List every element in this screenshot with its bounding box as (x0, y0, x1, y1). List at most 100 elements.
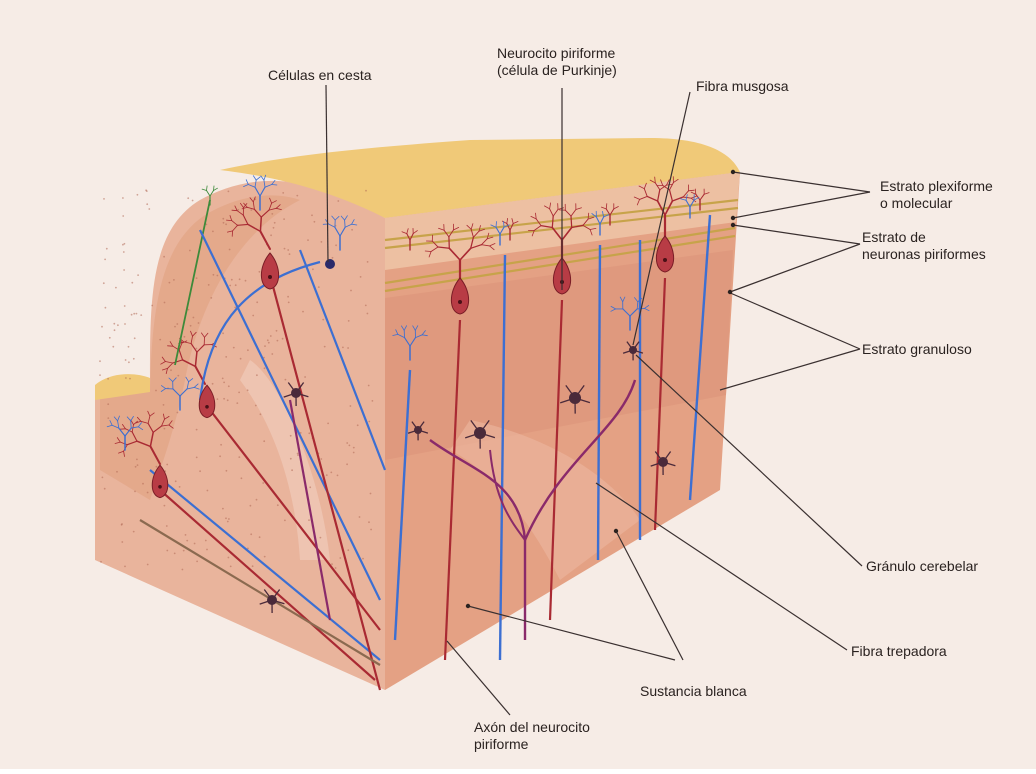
granule-speckle (297, 453, 299, 455)
granule-speckle (225, 223, 227, 225)
granule-speckle (117, 324, 119, 326)
granule-speckle (321, 241, 323, 243)
purkinje-nucleus (458, 300, 462, 304)
granule-speckle (238, 392, 240, 394)
granule-speckle (217, 275, 219, 277)
granule-speckle (177, 412, 179, 414)
granule-speckle (309, 486, 311, 488)
granule-speckle (107, 417, 109, 419)
blue-dendrite (637, 302, 638, 309)
granule-speckle (250, 533, 252, 535)
granule-speckle (318, 286, 320, 288)
granule-speckle (302, 311, 304, 313)
granule-speckle (370, 493, 372, 495)
granule-speckle (185, 534, 187, 536)
label-estrato-plexiforme-line1: Estrato plexiforme (880, 178, 993, 195)
granule-speckle (99, 360, 101, 362)
label-celulas-en-cesta: Células en cesta (268, 67, 372, 84)
granule-speckle (155, 390, 157, 392)
granule-speckle (230, 566, 232, 568)
label-axon-line2: piriforme (474, 736, 590, 753)
granule-speckle (256, 499, 258, 501)
granule-speckle (337, 200, 339, 202)
granule-speckle (136, 459, 138, 461)
granule-speckle (233, 347, 235, 349)
granule-speckle (353, 447, 355, 449)
granule-speckle (252, 565, 254, 567)
granule-speckle (222, 378, 224, 380)
granule-speckle (324, 346, 326, 348)
granule-speckle (277, 340, 279, 342)
granule-speckle (105, 307, 107, 309)
granule-speckle (307, 239, 309, 241)
label-sustancia-blanca: Sustancia blanca (640, 683, 747, 700)
granule-speckle (212, 383, 214, 385)
granule-speckle (236, 402, 238, 404)
granule-speckle (346, 442, 348, 444)
granule-speckle (177, 375, 179, 377)
granule-speckle (103, 198, 105, 200)
granule-speckle (151, 305, 153, 307)
granule-speckle (277, 504, 279, 506)
granule-speckle (164, 505, 166, 507)
granule-speckle (339, 557, 341, 559)
granule-speckle (289, 253, 291, 255)
purkinje-nucleus (663, 258, 667, 262)
granule-speckle (164, 428, 166, 430)
granule-speckle (193, 317, 195, 319)
granule-speckle (121, 524, 123, 526)
granule-speckle (173, 279, 175, 281)
granule-speckle (342, 347, 344, 349)
granule-speckle (229, 249, 231, 251)
granule-speckle (169, 282, 171, 284)
label-estrato-neuronas-line2: neuronas piriformes (862, 246, 986, 263)
granule-speckle (187, 197, 189, 199)
granule-speckle (106, 248, 108, 250)
granule-speckle (112, 346, 114, 348)
granule-speckle (134, 337, 136, 339)
granule-speckle (274, 222, 276, 224)
granule-speckle (367, 313, 369, 315)
granule-speckle (235, 284, 237, 286)
granule-speckle (297, 454, 299, 456)
granule-speckle (327, 423, 329, 425)
granule-speckle (237, 209, 239, 211)
granule-speckle (133, 531, 135, 533)
granule-speckle (99, 374, 101, 376)
granule-speckle (166, 525, 168, 527)
granule-speckle (260, 413, 262, 415)
granule-speckle (331, 563, 333, 565)
granule-speckle (264, 367, 266, 369)
label-axon-neurocito: Axón del neurocito piriforme (474, 719, 590, 753)
granule-speckle (259, 536, 261, 538)
granule-speckle (137, 274, 139, 276)
granule-speckle (271, 213, 273, 215)
granule-speckle (156, 466, 158, 468)
granule-speckle (134, 491, 136, 493)
granule-speckle (196, 457, 198, 459)
granule-speckle (136, 313, 138, 315)
granule-speckle (222, 508, 224, 510)
blue-dendrite (272, 185, 277, 186)
granule-speckle (166, 464, 168, 466)
granule-speckle (287, 249, 289, 251)
granule-speckle (273, 227, 275, 229)
granule-speckle (252, 315, 254, 317)
granule-speckle (350, 405, 352, 407)
purkinje-dendrite (260, 217, 261, 231)
granule-speckle (184, 336, 186, 338)
granule-speckle (225, 356, 227, 358)
basket-cell (325, 259, 335, 269)
granule-speckle (311, 214, 313, 216)
granule-speckle (320, 458, 322, 460)
granule-speckle (113, 323, 115, 325)
blue-twig (496, 222, 497, 228)
granule-speckle (270, 335, 272, 337)
granule-speckle (368, 421, 370, 423)
granule-speckle (320, 537, 322, 539)
granule-speckle (228, 557, 230, 559)
granule-speckle (124, 566, 126, 568)
granule-speckle (124, 243, 126, 245)
granule-speckle (196, 277, 198, 279)
granule-speckle (194, 543, 196, 545)
